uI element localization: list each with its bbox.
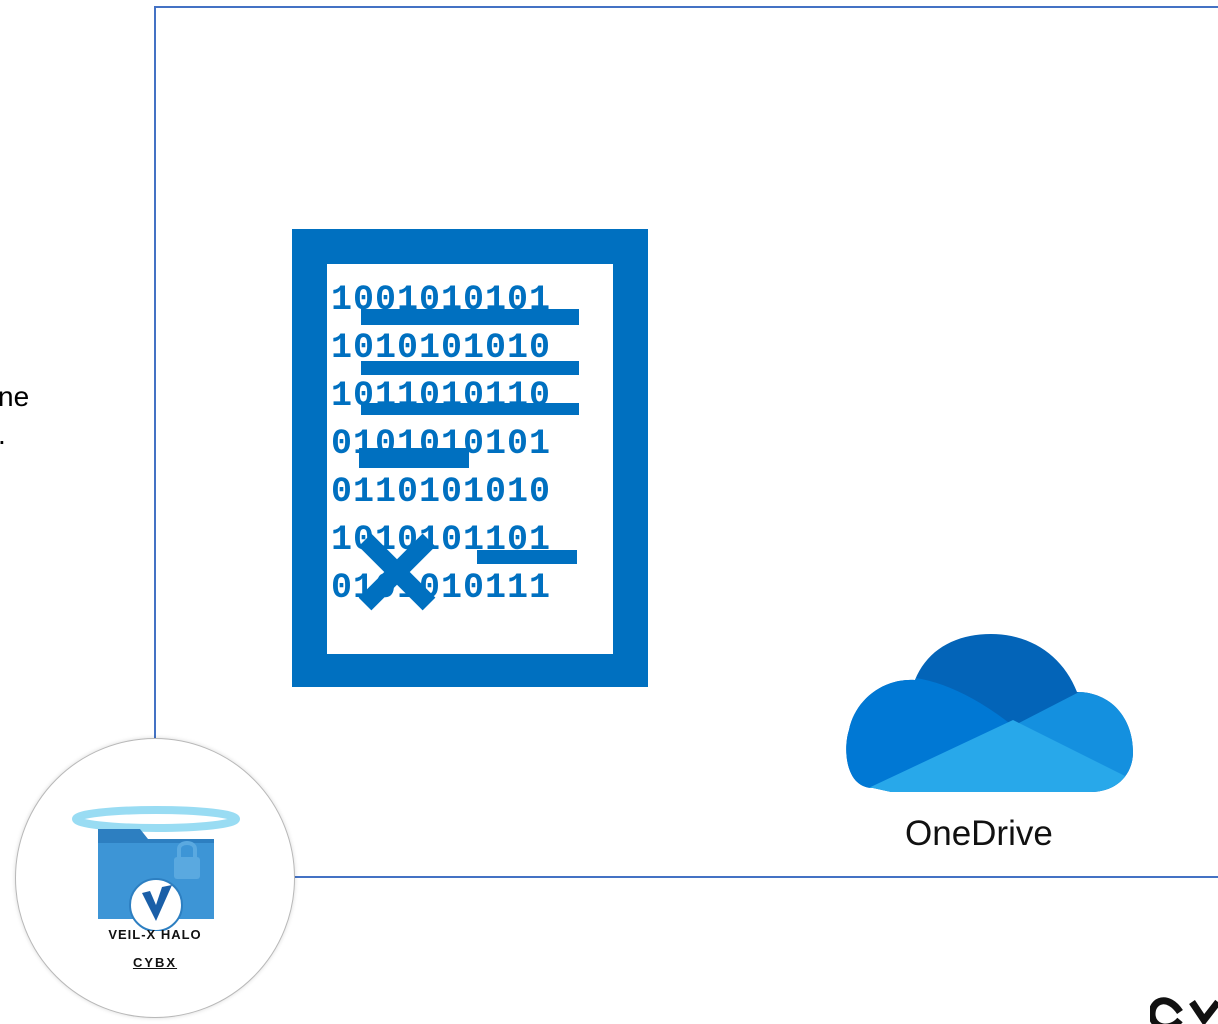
redaction-bar — [361, 309, 579, 325]
redaction-bar — [361, 403, 579, 415]
left-text-line-2: . — [0, 416, 6, 454]
cybx-logo — [1150, 997, 1218, 1024]
document-page: 1001010101 1010101010 1011010110 0101010… — [327, 264, 613, 654]
binary-row: 0110101010 — [331, 472, 552, 512]
veil-x-halo-badge: VEIL-X HALO CYBX — [15, 738, 295, 1018]
redacted-document-icon: 1001010101 1010101010 1011010110 0101010… — [292, 229, 648, 687]
badge-title: VEIL-X HALO — [108, 927, 202, 942]
redaction-bar — [361, 361, 579, 375]
redaction-bar — [477, 550, 577, 564]
redaction-bar — [359, 448, 469, 468]
delete-x-icon — [358, 533, 436, 611]
content-frame — [154, 6, 1218, 878]
left-text-line-1: ne — [0, 381, 30, 412]
badge-brand: CYBX — [132, 955, 178, 970]
onedrive-label: OneDrive — [905, 814, 1053, 853]
secure-folder-icon — [72, 806, 240, 931]
onedrive-cloud-icon — [846, 634, 1133, 792]
